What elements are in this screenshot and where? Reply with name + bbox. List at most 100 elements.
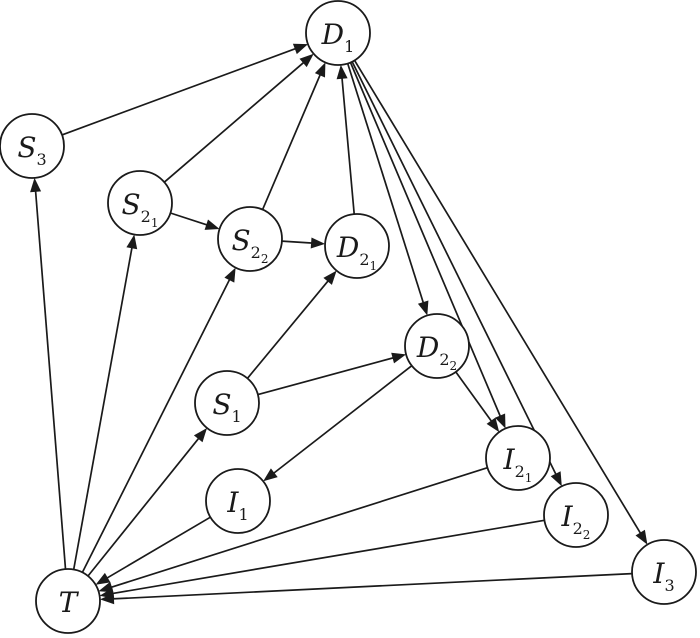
edge-line: [61, 47, 297, 136]
edge-line: [170, 212, 209, 227]
edge-D1-to-I22: [351, 61, 562, 487]
edge-line: [81, 277, 231, 573]
node-D1-circle: [305, 0, 371, 66]
node-S22-circle: [217, 206, 283, 272]
node-I1-circle: [205, 468, 271, 534]
node-T: T: [35, 568, 101, 634]
arrowhead-icon: [95, 572, 111, 585]
edge-line: [353, 59, 642, 535]
node-I1: I1: [205, 468, 271, 534]
arrowhead-icon: [100, 593, 115, 605]
node-I22-circle: [543, 482, 609, 548]
node-D22-label: D22: [416, 331, 457, 373]
edge-S21-to-D1: [163, 53, 314, 183]
arrowhead-icon: [635, 529, 648, 545]
arrowhead-icon: [30, 177, 42, 193]
node-S21-label: S21: [121, 188, 158, 230]
edge-line: [272, 365, 413, 475]
node-I21-label: I21: [503, 443, 533, 485]
arrowhead-icon: [263, 468, 278, 482]
arrowhead-icon: [550, 471, 562, 487]
node-D1: D1: [305, 0, 371, 66]
arrowhead-icon: [486, 417, 500, 433]
edge-line: [111, 519, 545, 595]
edge-line: [261, 73, 322, 210]
node-S22: S22: [217, 206, 283, 272]
edge-line: [109, 466, 488, 589]
edge-D1-to-I21: [349, 62, 506, 429]
edge-line: [341, 76, 356, 215]
edge-D22-to-I1: [263, 365, 413, 482]
node-S3-label: S3: [17, 131, 46, 169]
node-S22-label: S22: [231, 224, 268, 266]
arrowhead-icon: [126, 234, 138, 250]
edge-T-to-S21: [72, 234, 138, 570]
node-I21: I21: [485, 425, 551, 491]
node-D22: D22: [404, 313, 470, 379]
edge-T-to-S22: [81, 267, 236, 573]
node-I3-label: I3: [652, 557, 674, 595]
edge-S3-to-D1: [61, 43, 308, 136]
edge-S22-to-D1: [261, 62, 326, 210]
arrowhead-icon: [391, 352, 407, 364]
node-S21: S21: [107, 170, 173, 236]
node-I3-circle: [631, 539, 697, 605]
edge-I22-to-T: [99, 519, 545, 599]
edge-I3-to-T: [100, 572, 633, 605]
edge-S1-to-D22: [257, 352, 407, 396]
edge-line: [349, 62, 502, 418]
edge-D1-to-I3: [353, 59, 648, 545]
edge-line: [257, 356, 395, 396]
node-T-circle: [35, 568, 101, 634]
arrowhead-icon: [314, 62, 326, 78]
edge-line: [163, 61, 306, 183]
edge-line: [72, 246, 134, 570]
edge-T-to-S3: [30, 177, 67, 570]
arrowhead-icon: [204, 219, 220, 230]
node-S3: S3: [0, 113, 65, 179]
edge-line: [346, 63, 425, 305]
edge-line: [455, 371, 493, 423]
edge-line: [111, 572, 633, 600]
arrowhead-icon: [495, 413, 506, 429]
edge-line: [87, 436, 201, 577]
edge-line: [246, 279, 330, 379]
node-S3-circle: [0, 113, 65, 179]
arrowhead-icon: [417, 300, 429, 316]
edge-T-to-S1: [87, 428, 207, 577]
edge-S22-to-D21: [281, 237, 326, 249]
node-S1-circle: [194, 370, 260, 436]
edge-I21-to-T: [98, 466, 488, 593]
node-S1: S1: [194, 370, 260, 436]
node-S1-label: S1: [212, 388, 241, 426]
edge-layer: [30, 43, 648, 605]
edge-S1-to-D21: [246, 270, 337, 379]
node-I1-label: I1: [226, 486, 248, 524]
edge-line: [351, 61, 558, 476]
node-D21-circle: [324, 213, 390, 279]
node-D22-circle: [404, 313, 470, 379]
edge-D22-to-I21: [455, 371, 500, 433]
node-T-label: T: [59, 586, 80, 619]
arrowhead-icon: [310, 237, 326, 249]
arrowhead-icon: [193, 428, 207, 443]
edge-S21-to-S22: [170, 212, 220, 230]
node-D21: D21: [324, 213, 390, 279]
node-I22-label: I22: [561, 500, 591, 542]
node-S21-circle: [107, 170, 173, 236]
edge-line: [281, 240, 314, 244]
edge-D1-to-D22: [346, 63, 429, 316]
node-I22: I22: [543, 482, 609, 548]
arrowhead-icon: [299, 53, 314, 68]
node-D1-label: D1: [321, 18, 355, 56]
node-D21-label: D21: [336, 231, 377, 273]
edge-line: [105, 516, 211, 580]
edge-I1-to-T: [95, 516, 211, 585]
arrowhead-icon: [292, 43, 308, 55]
node-I3: I3: [631, 539, 697, 605]
edge-D21-to-D1: [336, 64, 356, 215]
edge-line: [34, 189, 67, 570]
node-I21-circle: [485, 425, 551, 491]
arrowhead-icon: [323, 270, 337, 285]
